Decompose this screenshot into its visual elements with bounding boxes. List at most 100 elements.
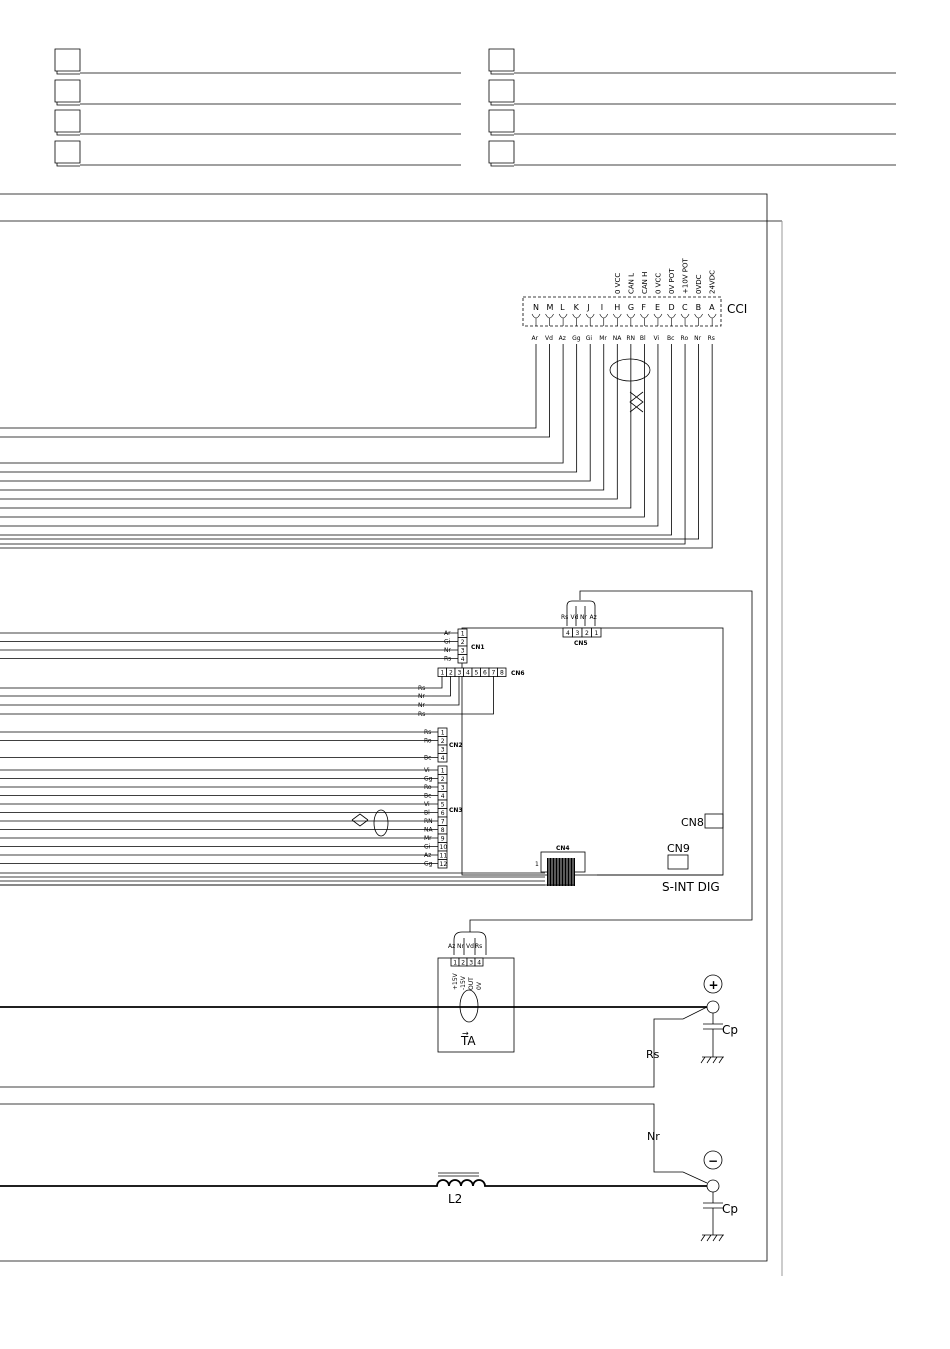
board-wire-code: Ro: [424, 738, 432, 745]
connector-pin-number: 10: [440, 844, 448, 851]
cn4-connector: CN4 1: [535, 845, 586, 886]
plus-terminal: [703, 974, 723, 994]
board-label: S-INT DIG: [662, 880, 720, 894]
ta-pin-number: 2: [461, 960, 465, 967]
cci-pin-letter: M: [547, 303, 554, 312]
cn8-label: CN8: [681, 816, 704, 829]
cci-wire-code: Vd: [545, 335, 553, 342]
minus-symbol: −: [708, 1154, 718, 1168]
cci-pin-function: 24VDC: [709, 270, 717, 294]
cn4-label: CN4: [556, 845, 570, 852]
positive-cap-label: Cp: [722, 1023, 738, 1037]
ta-pin-function: +15V: [452, 972, 459, 990]
legend-row: [54, 48, 461, 75]
connector-pin-number: 4: [441, 793, 445, 800]
cci-pin-fork: [613, 313, 622, 326]
cci-pin-fork: [572, 313, 581, 326]
board-wire-code: Rs: [424, 729, 431, 736]
cci-lead-wire: [0, 344, 713, 549]
board-outline: [461, 627, 724, 876]
cci-pin-letter: K: [574, 303, 580, 312]
ta-pin-function: 0V: [476, 981, 483, 990]
cn2-label: CN2: [449, 742, 463, 749]
legend-row: [54, 140, 461, 167]
connector-pin-number: 5: [475, 670, 479, 677]
legend-row: [54, 109, 461, 136]
twisted-pair-cross: [629, 391, 644, 413]
connector-pin-number: 3: [441, 747, 445, 754]
board-wire-code: Nr: [444, 647, 451, 654]
cci-lead-wire: [0, 344, 578, 473]
legend-row: [54, 79, 461, 106]
cci-wire-code: Mr: [599, 335, 607, 342]
positive-ground: [700, 1056, 724, 1064]
connector-pin-number: 4: [466, 670, 470, 677]
connector-pin-number: 3: [441, 785, 445, 792]
cci-lead-wire: [0, 344, 699, 540]
cci-pin-letter: F: [641, 303, 646, 312]
connector-pin-number: 2: [449, 670, 453, 677]
connector-pin-number: 8: [500, 670, 504, 677]
connector-pin-number: 6: [441, 810, 445, 817]
board-wire-code: RN: [424, 818, 433, 825]
drawing-frame: [0, 193, 783, 1276]
cci-lead-wire: [0, 344, 645, 518]
twisted-pair-ellipse: [609, 358, 651, 382]
cci-wire-code: Gg: [572, 335, 581, 342]
board-wire-code: Gi: [444, 639, 451, 646]
cci-wire-code: Gi: [586, 335, 593, 342]
cn5-harness: [566, 600, 596, 626]
cci-pin-fork: [531, 313, 541, 326]
connector-pin-number: 3: [461, 648, 465, 655]
connector-pin-number: 2: [585, 630, 589, 637]
board-wire-code: Ar: [444, 630, 451, 637]
cci-pin-fork: [694, 313, 703, 326]
cci-wire-code: Vi: [653, 335, 659, 342]
rs-wire: [0, 1006, 708, 1088]
cn5-ta-cable: [469, 590, 753, 932]
cci-lead-wire: [0, 344, 537, 429]
rs-label: Rs: [646, 1048, 660, 1061]
cci-dashed-box: [522, 296, 722, 327]
ta-pin-function: OUT: [468, 977, 475, 990]
nr-wire: [0, 1103, 708, 1184]
cci-pin-fork: [707, 313, 717, 326]
board-wire-code: Rs: [444, 656, 451, 663]
cci-wire-code: Bc: [667, 335, 674, 342]
board-wire-code: Gg: [424, 776, 433, 783]
connector-pin-number: 6: [483, 670, 487, 677]
cci-pin-fork: [545, 313, 554, 326]
cci-pin-function: 0 VCC: [654, 273, 662, 294]
cci-pin-function: 0V POT: [668, 268, 676, 294]
negative-ground: [700, 1234, 724, 1242]
board-wire-code: Gi: [424, 844, 431, 851]
cn3-twisted-ellipse: [373, 809, 389, 837]
cci-lead-wire: [0, 344, 591, 482]
board-wire-code: Nr: [418, 693, 425, 700]
cn9-connector: [667, 854, 689, 870]
cci-lead-wire: [0, 344, 564, 464]
connector-pin-number: 1: [595, 630, 599, 637]
legend-rows: [54, 48, 896, 167]
legend-row: [488, 79, 896, 106]
cn8-connector: [704, 813, 724, 829]
cn3-twisted-cross: [351, 813, 369, 827]
legend-row: [488, 48, 896, 75]
cci-pin-letter: G: [628, 303, 634, 312]
cci-pin-letter: I: [601, 303, 603, 312]
cn5-wire-code: Az: [590, 614, 597, 621]
board-wire-code: Bc: [424, 755, 431, 762]
cci-pin-fork: [558, 313, 568, 326]
cci-pin-fork: [599, 313, 609, 326]
cci-pin-function: 0VDC: [695, 274, 703, 294]
ta-arrow: →: [462, 1029, 469, 1038]
cn3-label: CN3: [449, 807, 463, 814]
connector-pin-number: 9: [441, 836, 445, 843]
ta-pin-number: 4: [477, 960, 481, 967]
cn9-label: CN9: [667, 842, 690, 855]
cci-leads: [0, 344, 713, 549]
